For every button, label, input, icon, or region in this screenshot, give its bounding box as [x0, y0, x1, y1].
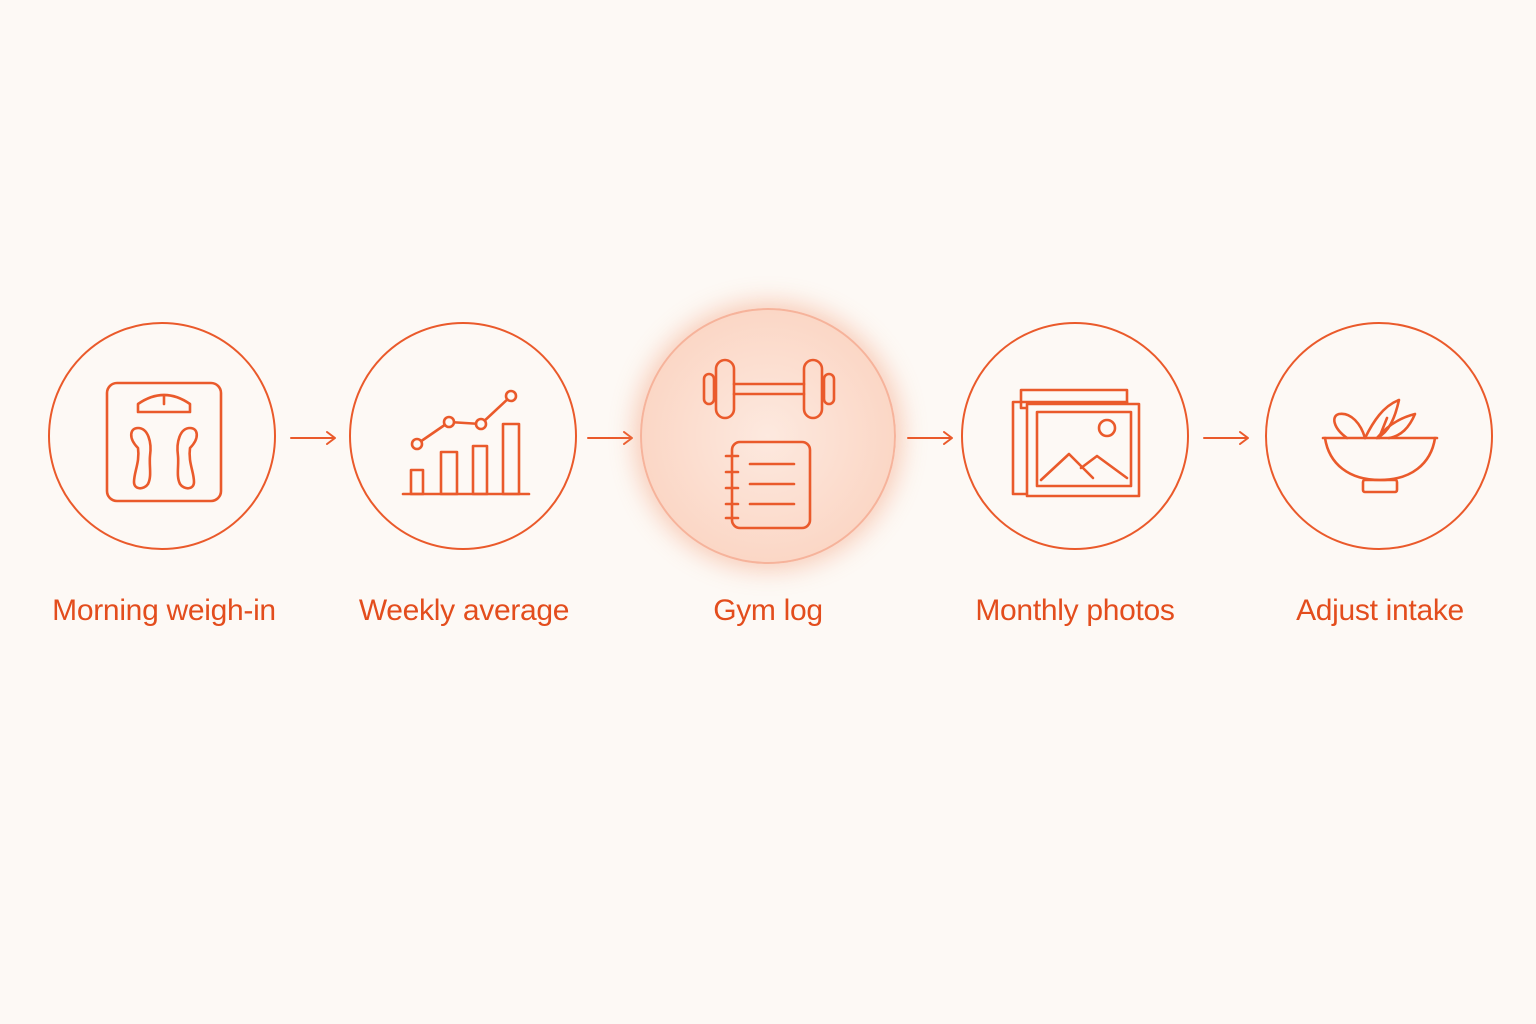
arrow-right-icon	[1203, 431, 1249, 445]
arrow-right-icon	[907, 431, 953, 445]
photo-stack-icon	[1011, 388, 1141, 498]
step-morning-weigh-in	[48, 322, 276, 550]
bar-line-chart-icon	[401, 389, 531, 496]
step-weekly-average	[349, 322, 577, 550]
step-label: Morning weigh-in	[52, 594, 276, 627]
step-label: Gym log	[713, 594, 823, 627]
bathroom-scale-icon	[105, 381, 223, 503]
arrow-right-icon	[587, 431, 633, 445]
salad-bowl-icon	[1321, 398, 1439, 494]
step-monthly-photos	[961, 322, 1189, 550]
step-gym-log	[640, 308, 896, 564]
dumbbell-notebook-icon	[702, 358, 836, 530]
arrow-right-icon	[290, 431, 336, 445]
step-label: Monthly photos	[975, 594, 1175, 627]
step-adjust-intake	[1265, 322, 1493, 550]
step-label: Weekly average	[358, 594, 570, 627]
step-label: Adjust intake	[1296, 594, 1464, 627]
